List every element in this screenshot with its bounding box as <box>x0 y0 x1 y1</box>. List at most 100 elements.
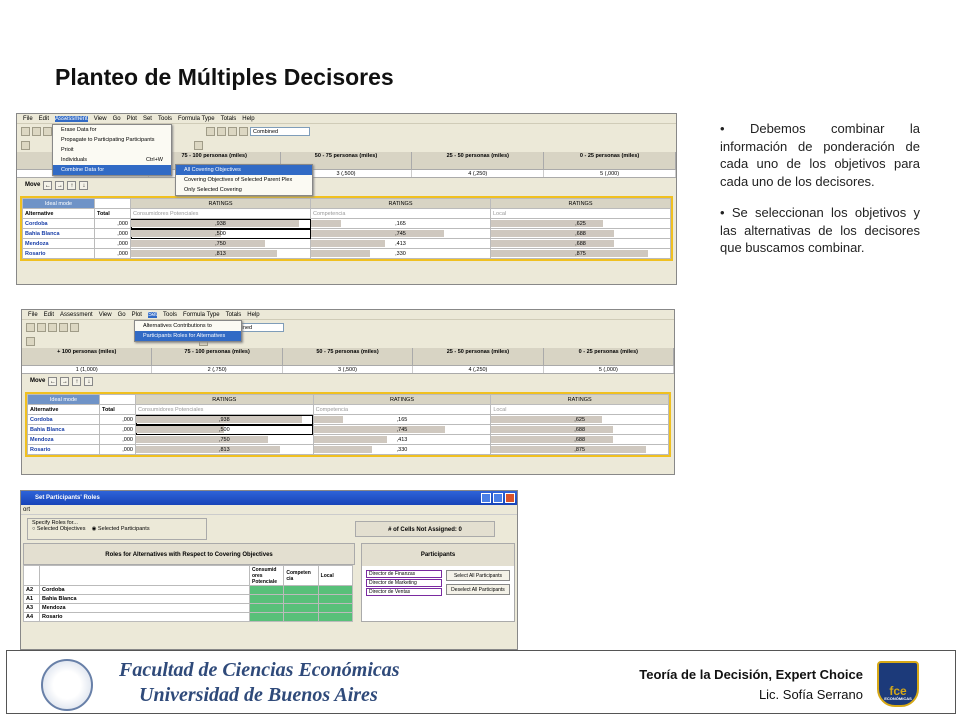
role-cell[interactable] <box>248 594 285 604</box>
table-row[interactable]: Rosario,000,813,330,875 <box>27 444 669 455</box>
chart-icon[interactable] <box>194 140 203 150</box>
alt-header[interactable]: 50 - 75 personas (miles) <box>281 152 413 169</box>
menu-file[interactable]: File <box>23 115 33 122</box>
save-icon[interactable] <box>48 322 57 332</box>
table-row[interactable]: Cordoba,000,938,165,625 <box>27 414 669 425</box>
new-icon[interactable] <box>26 322 35 332</box>
rating-cell[interactable]: ,750 <box>130 238 311 249</box>
back-icon[interactable] <box>26 336 35 346</box>
table-row[interactable]: Rosario,000,813,330,875 <box>22 248 671 259</box>
arrow-down-icon[interactable]: ↓ <box>79 180 89 190</box>
menu-set[interactable]: Set <box>142 115 152 122</box>
role-cell[interactable] <box>283 612 319 622</box>
print-icon[interactable] <box>70 322 79 332</box>
criterion-header[interactable]: Competencia <box>310 208 491 219</box>
rating-cell[interactable]: ,688 <box>490 434 669 445</box>
maximize-icon[interactable] <box>493 493 503 503</box>
alt-header[interactable]: 25 - 50 personas (miles) <box>413 348 544 365</box>
participant-item[interactable]: Director de Finanzas <box>366 570 442 578</box>
role-cell[interactable] <box>248 603 285 613</box>
menu-item-erase[interactable]: Erase Data for <box>61 127 97 133</box>
open-icon[interactable] <box>32 126 41 136</box>
rating-cell[interactable]: ,625 <box>490 414 669 425</box>
rating-cell[interactable]: ,745 <box>310 228 491 239</box>
close-icon[interactable] <box>505 493 515 503</box>
menu-formula-type[interactable]: Formula Type <box>178 115 215 122</box>
alternative-name[interactable]: Mendoza <box>22 238 95 249</box>
rating-cell[interactable]: ,688 <box>490 424 669 435</box>
menu-item-prioit[interactable]: Prioit <box>61 147 74 153</box>
menu-assessment[interactable]: Assessment <box>60 311 93 318</box>
role-cell[interactable] <box>283 594 319 604</box>
open-icon[interactable] <box>37 322 46 332</box>
arrow-down-icon[interactable]: ↓ <box>84 376 94 386</box>
menu-assessment[interactable]: Assessment <box>55 115 88 122</box>
alternative-name[interactable]: Mendoza <box>27 434 100 445</box>
role-cell[interactable] <box>283 585 319 595</box>
rating-cell[interactable]: ,413 <box>312 434 492 445</box>
rating-cell[interactable]: ,875 <box>490 248 671 259</box>
menu-plot[interactable]: Plot <box>126 115 137 122</box>
sort-icon[interactable] <box>206 126 215 136</box>
submenu-covering-parent[interactable]: Covering Objectives of Selected Parent P… <box>184 177 293 183</box>
ideal-mode-label[interactable]: Ideal mode <box>22 198 95 209</box>
alt-header[interactable]: 0 - 25 personas (miles) <box>544 152 676 169</box>
menu-item-combine[interactable]: Combine Data for <box>53 165 171 175</box>
new-icon[interactable] <box>21 126 30 136</box>
arrow-left-icon[interactable]: ← <box>43 180 53 190</box>
rating-cell[interactable]: ,165 <box>310 218 491 229</box>
role-cell[interactable] <box>248 612 285 622</box>
rating-cell[interactable]: ,330 <box>312 444 492 455</box>
menu-go[interactable]: Go <box>112 115 121 122</box>
role-cell[interactable] <box>317 612 354 622</box>
alternative-name[interactable]: Bahia Blanca <box>22 228 95 239</box>
font-icon[interactable] <box>239 126 248 136</box>
alternative-name[interactable]: Rosario <box>27 444 100 455</box>
refresh-icon[interactable] <box>217 126 226 136</box>
arrow-right-icon[interactable]: → <box>60 376 70 386</box>
criterion-header[interactable]: Competencia <box>312 404 492 415</box>
alt-header[interactable]: 75 - 100 personas (miles) <box>152 348 283 365</box>
menu-edit[interactable]: Edit <box>38 115 50 122</box>
table-row[interactable]: Mendoza,000,750,413,688 <box>27 434 669 445</box>
criterion-header[interactable]: Local <box>490 208 671 219</box>
criterion-header[interactable]: Consumidores Potenciales <box>135 404 314 415</box>
rating-cell[interactable]: ,938 <box>130 218 311 229</box>
table-row[interactable]: Bahia Blanca,000,500,745,688 <box>22 228 671 239</box>
rating-cell[interactable]: ,938 <box>135 414 314 425</box>
combined-select[interactable]: Combined <box>250 126 310 136</box>
criterion-header[interactable]: Consumidores Potenciales <box>130 208 311 219</box>
rating-cell[interactable]: ,500 <box>135 424 314 435</box>
rating-cell[interactable]: ,500 <box>130 228 311 239</box>
back-icon[interactable] <box>21 140 30 150</box>
arrow-up-icon[interactable]: ↑ <box>72 376 82 386</box>
menu-file[interactable]: File <box>28 311 38 318</box>
menu-set[interactable]: Set <box>147 311 157 318</box>
menu-help[interactable]: Help <box>242 115 255 122</box>
menu-plot[interactable]: Plot <box>131 311 142 318</box>
menu-formula-type[interactable]: Formula Type <box>183 311 220 318</box>
alt-header[interactable]: 75 - 100 personas (miles) <box>149 152 281 169</box>
dialog-menu[interactable]: ort <box>21 505 517 515</box>
radio-participants[interactable]: ◉ Selected Participants <box>91 526 150 532</box>
menu-go[interactable]: Go <box>117 311 126 318</box>
participant-item[interactable]: Director de Marketing <box>366 579 442 587</box>
rating-cell[interactable]: ,625 <box>490 218 671 229</box>
menu-item-participants-roles[interactable]: Participants Roles for Alternatives <box>135 331 241 341</box>
arrow-up-icon[interactable]: ↑ <box>67 180 77 190</box>
alt-header[interactable]: 50 - 75 personas (miles) <box>283 348 414 365</box>
role-cell[interactable] <box>317 585 354 595</box>
participant-item[interactable]: Director de Ventas <box>366 588 442 596</box>
zoom-icon[interactable] <box>228 126 237 136</box>
table-row[interactable]: Mendoza,000,750,413,688 <box>22 238 671 249</box>
alternative-name[interactable]: Rosario <box>22 248 95 259</box>
menu-help[interactable]: Help <box>247 311 260 318</box>
rating-cell[interactable]: ,875 <box>490 444 669 455</box>
menu-totals[interactable]: Totals <box>220 115 237 122</box>
rating-cell[interactable]: ,813 <box>130 248 311 259</box>
table-row[interactable]: Bahia Blanca,000,500,745,688 <box>27 424 669 435</box>
